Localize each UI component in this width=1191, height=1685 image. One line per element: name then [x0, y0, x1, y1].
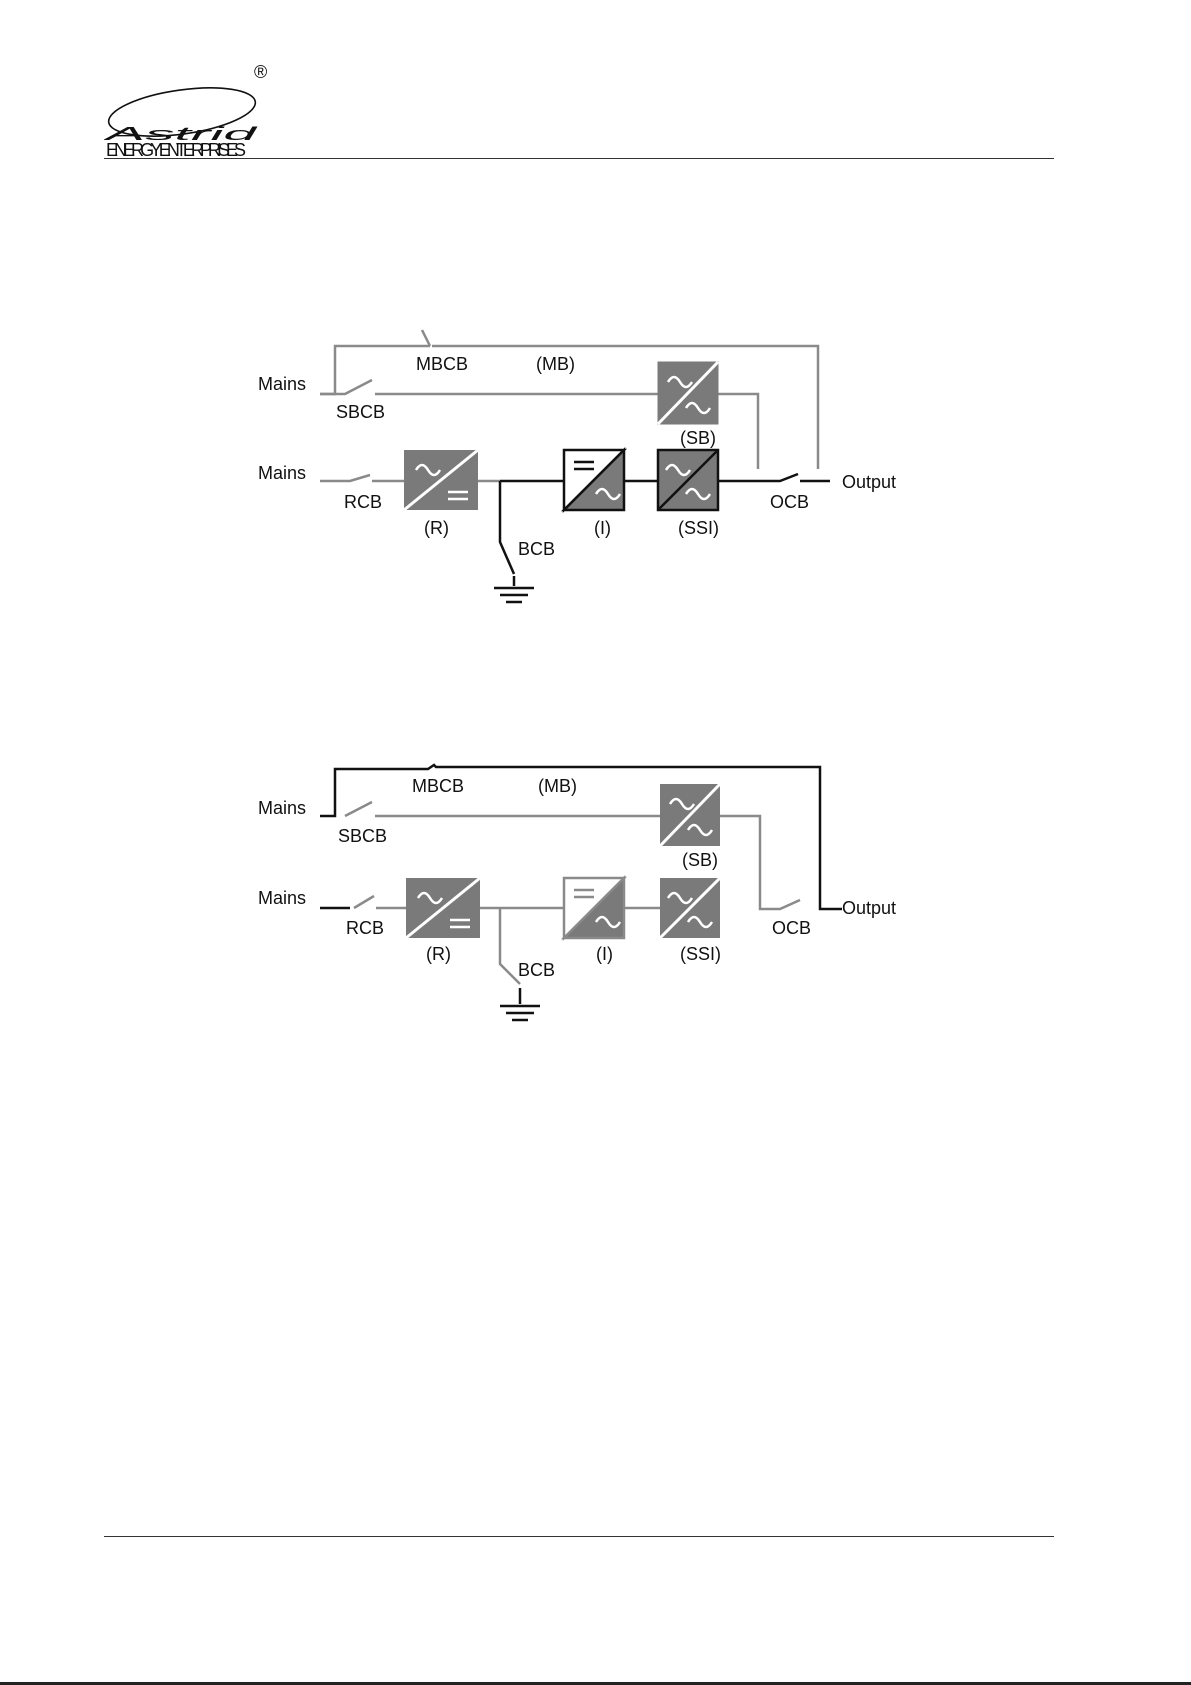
label-r: (R) — [426, 944, 451, 964]
header-rule — [104, 158, 1054, 159]
ups-diagram-maintenance-bypass-mode: Mains MBCB (MB) SBCB (SB) Mains RCB (R) … — [250, 736, 930, 1046]
label-sbcb: SBCB — [338, 826, 387, 846]
label-mb: (MB) — [538, 776, 577, 796]
label-i: (I) — [596, 944, 613, 964]
svg-text:ENERGY ENTERPRISES: ENERGY ENTERPRISES — [106, 140, 246, 160]
ground-icon — [494, 588, 534, 602]
label-ocb: OCB — [770, 492, 809, 512]
label-mb: (MB) — [536, 354, 575, 374]
rectifier-block — [404, 450, 478, 510]
label-i: (I) — [594, 518, 611, 538]
static-switch-inverter-block — [660, 878, 720, 938]
label-mains-top: Mains — [258, 798, 306, 818]
label-mains-bottom: Mains — [258, 463, 306, 483]
label-ssi: (SSI) — [680, 944, 721, 964]
label-sb: (SB) — [682, 850, 718, 870]
label-mbcb: MBCB — [416, 354, 468, 374]
rectifier-block — [406, 878, 480, 938]
label-r: (R) — [424, 518, 449, 538]
label-output: Output — [842, 472, 896, 492]
label-mains-top: Mains — [258, 374, 306, 394]
label-rcb: RCB — [346, 918, 384, 938]
label-sb: (SB) — [680, 428, 716, 448]
label-output: Output — [842, 898, 896, 918]
static-bypass-block — [658, 362, 718, 424]
label-mbcb: MBCB — [412, 776, 464, 796]
label-bcb: BCB — [518, 960, 555, 980]
static-bypass-block — [660, 784, 720, 846]
label-ocb: OCB — [772, 918, 811, 938]
ups-diagram-normal-mode: Mains MBCB (MB) SBCB (SB) Mains RCB (R) … — [250, 314, 930, 624]
label-sbcb: SBCB — [336, 402, 385, 422]
svg-text:®: ® — [254, 64, 267, 82]
inverter-block — [564, 450, 624, 510]
label-bcb: BCB — [518, 539, 555, 559]
label-rcb: RCB — [344, 492, 382, 512]
footer-rule — [104, 1536, 1054, 1537]
astrid-logo: Astrid ® ENERGY ENTERPRISES — [104, 64, 274, 160]
inverter-block — [564, 878, 624, 938]
label-mains-bottom: Mains — [258, 888, 306, 908]
label-ssi: (SSI) — [678, 518, 719, 538]
ground-icon — [500, 1006, 540, 1020]
static-switch-inverter-block — [658, 450, 718, 510]
